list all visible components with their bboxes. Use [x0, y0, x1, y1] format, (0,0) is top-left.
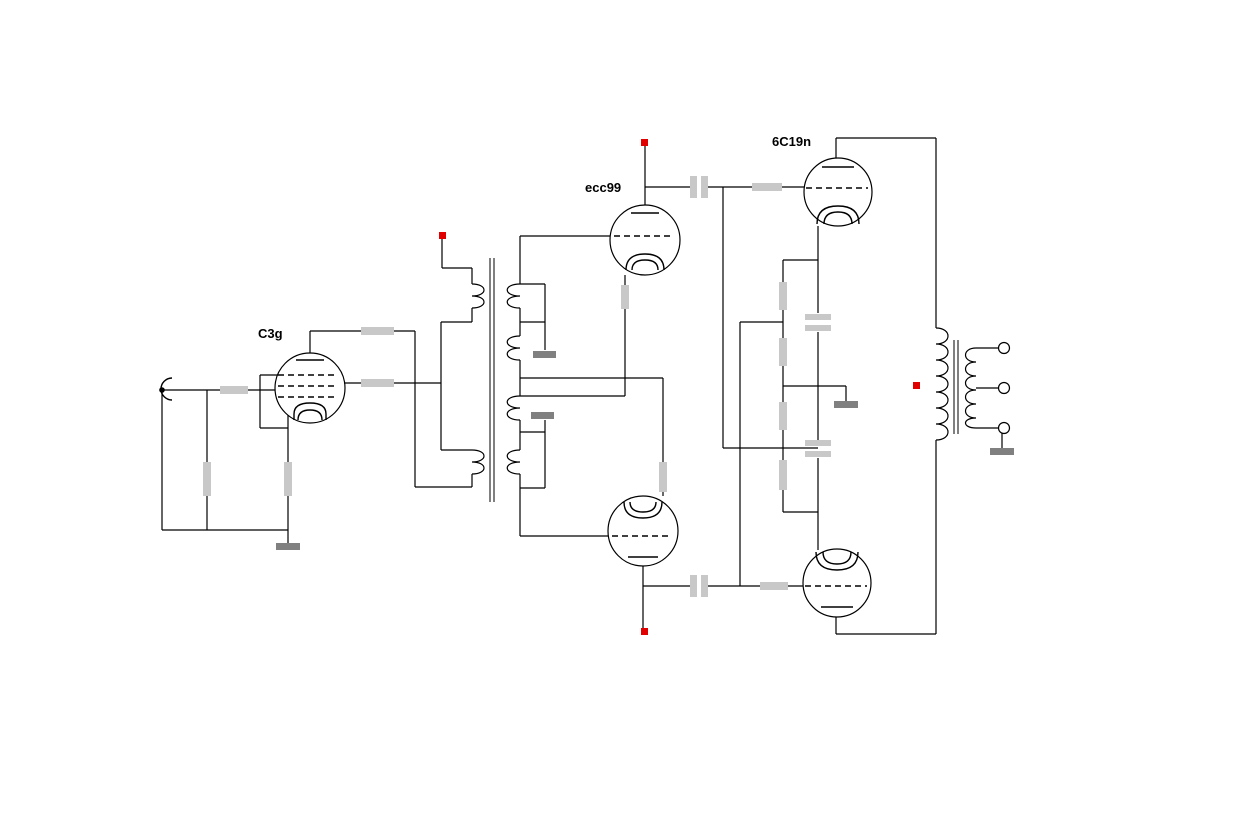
- bias-resistor-4: [779, 460, 787, 490]
- cathode-bypass-cap-upper: [805, 314, 831, 331]
- supply-node-output-ct: [913, 382, 920, 389]
- c3g-label: C3g: [258, 326, 283, 341]
- bias-resistor-3: [779, 402, 787, 430]
- speaker-ground: [990, 448, 1014, 455]
- coupling-cap-lower: [690, 575, 708, 597]
- input-series-resistor: [220, 386, 248, 394]
- output-stage-ground: [834, 401, 858, 408]
- ecc99-upper-tube: [609, 204, 681, 276]
- 6c19n-lower-tube: [802, 548, 872, 618]
- output-stage-wiring: [722, 137, 937, 635]
- c3g-plate-wiring: [309, 322, 472, 488]
- ecc99-lower-tube: [607, 495, 679, 567]
- plate-resistor: [361, 327, 394, 335]
- interstage-ground-upper: [533, 351, 556, 358]
- supply-node-interstage: [439, 232, 446, 239]
- coupling-cap-upper: [690, 176, 708, 198]
- bias-resistor-1: [779, 282, 787, 310]
- grid-leak-resistor: [203, 462, 211, 496]
- input-wiring: [161, 374, 289, 545]
- input-jack: [159, 377, 173, 401]
- supply-node-driver-top: [641, 139, 648, 146]
- screen-resistor: [361, 379, 394, 387]
- 6c19n-upper-tube: [803, 157, 873, 227]
- cathode-resistor: [284, 462, 292, 496]
- speaker-terminal-3: [997, 421, 1011, 435]
- output-grid-stopper-lower: [760, 582, 788, 590]
- c3g-tube: [274, 352, 346, 424]
- interstage-transformer: [441, 235, 663, 537]
- speaker-terminal-1: [997, 341, 1011, 355]
- input-ground: [276, 543, 300, 550]
- ecc99-label: ecc99: [585, 180, 621, 195]
- supply-node-driver-bottom: [641, 628, 648, 635]
- output-grid-stopper-upper: [752, 183, 782, 191]
- speaker-terminal-2: [997, 381, 1011, 395]
- bias-resistor-2: [779, 338, 787, 366]
- driver-cathode-resistor-lower: [659, 462, 667, 492]
- interstage-ground-lower: [531, 412, 554, 419]
- output-transformer: [935, 327, 1003, 448]
- 6c19n-label: 6C19n: [772, 134, 811, 149]
- cathode-bypass-cap-lower: [805, 440, 831, 457]
- driver-cathode-resistor-upper: [621, 285, 629, 309]
